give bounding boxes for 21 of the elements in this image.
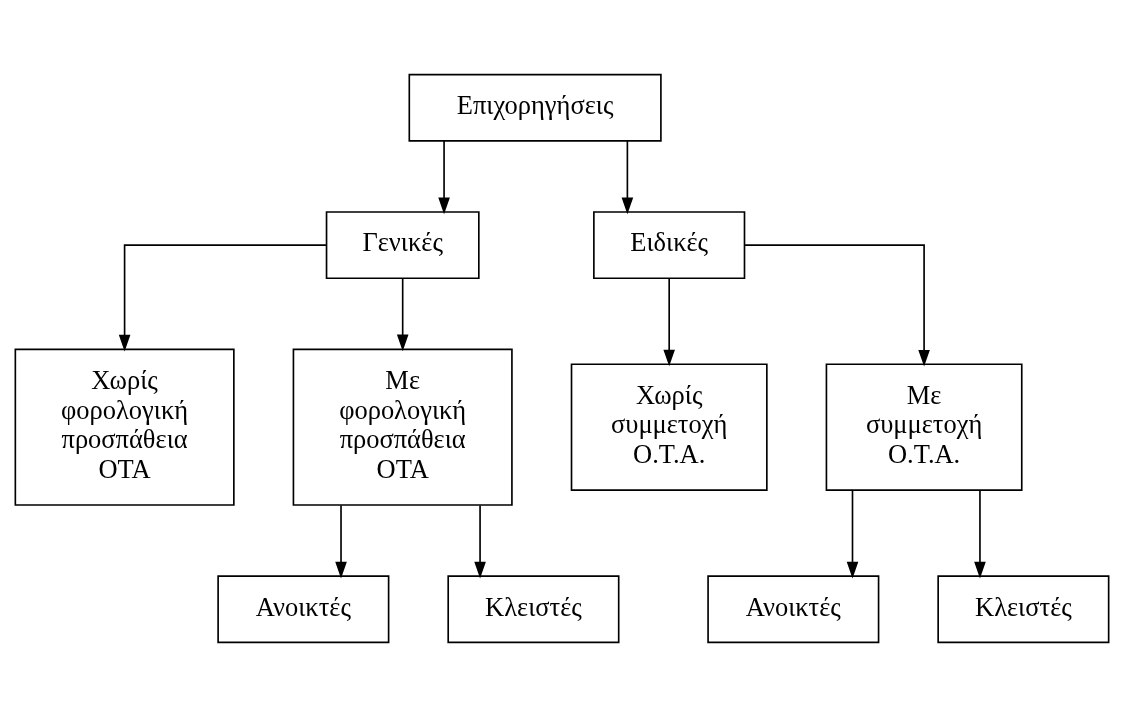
arrow bbox=[621, 139, 634, 214]
node-box: Κλειστές bbox=[447, 574, 620, 643]
node-box: Επιχορηγήσεις bbox=[408, 73, 662, 142]
node-box: Χωρίς συμμετοχή Ο.Τ.Α. bbox=[570, 362, 768, 491]
node-box: Ανοικτές bbox=[217, 574, 390, 643]
arrow bbox=[744, 243, 930, 367]
node-box: Χωρίς φορολογική προσπάθεια ΟΤΑ bbox=[14, 348, 235, 506]
arrow bbox=[335, 504, 347, 578]
arrow bbox=[118, 243, 327, 351]
arrow bbox=[846, 489, 859, 578]
arrow bbox=[474, 504, 486, 578]
node-box: Με συμμετοχή Ο.Τ.Α. bbox=[825, 362, 1023, 491]
arrow bbox=[396, 277, 409, 351]
node-box: Με φορολογική προσπάθεια ΟΤΑ bbox=[292, 348, 513, 506]
arrow bbox=[663, 277, 675, 366]
arrow bbox=[438, 139, 450, 214]
arrow bbox=[974, 489, 986, 578]
node-box: Ανοικτές bbox=[707, 574, 880, 643]
node-box: Γενικές bbox=[325, 210, 480, 279]
node-box: Ειδικές bbox=[593, 210, 746, 279]
node-box: Κλειστές bbox=[937, 574, 1110, 643]
